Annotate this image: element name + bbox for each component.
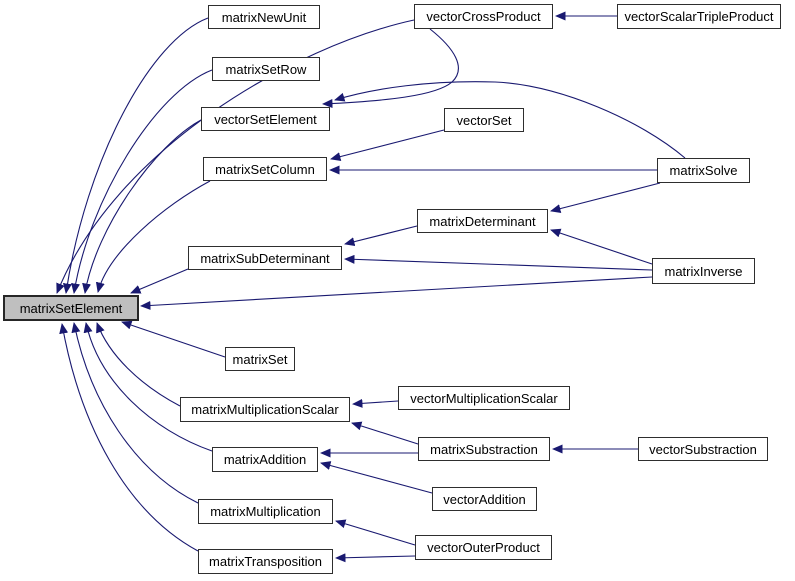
node-vectorMultiplicationScalar[interactable]: vectorMultiplicationScalar (398, 386, 570, 410)
node-matrixSetRow[interactable]: matrixSetRow (212, 57, 320, 81)
node-matrixTransposition[interactable]: matrixTransposition (198, 549, 333, 574)
node-vectorScalarTripleProduct[interactable]: vectorScalarTripleProduct (617, 4, 781, 29)
edge-matrixMultiplicationScalar-matrixSetElement (96, 322, 181, 407)
node-vectorSubstraction[interactable]: vectorSubstraction (638, 437, 768, 461)
node-matrixNewUnit[interactable]: matrixNewUnit (208, 5, 320, 29)
edge-matrixMultiplication-matrixSetElement (71, 322, 199, 504)
node-vectorCrossProduct[interactable]: vectorCrossProduct (414, 4, 553, 29)
edge-matrixSetRow-matrixSetElement (71, 69, 213, 294)
node-matrixMultiplicationScalar[interactable]: matrixMultiplicationScalar (180, 397, 350, 422)
node-matrixMultiplication[interactable]: matrixMultiplication (198, 499, 333, 524)
edge-vectorOuterProduct-matrixTransposition (335, 553, 416, 563)
edge-matrixSubstraction-matrixMultiplicationScalar (351, 421, 419, 445)
edge-vectorSet-matrixSetColumn (330, 129, 445, 161)
node-matrixSubDeterminant[interactable]: matrixSubDeterminant (188, 246, 342, 270)
edge-vectorOuterProduct-matrixMultiplication (335, 519, 416, 546)
edge-matrixInverse-matrixSubDeterminant (344, 254, 653, 271)
edge-matrixDeterminant-matrixSubDeterminant (344, 225, 418, 247)
node-matrixDeterminant[interactable]: matrixDeterminant (417, 209, 548, 233)
node-vectorAddition[interactable]: vectorAddition (432, 487, 537, 511)
node-vectorOuterProduct[interactable]: vectorOuterProduct (415, 535, 552, 560)
edge-vectorSetElement-matrixSetElement (82, 119, 202, 294)
edge-matrixNewUnit-matrixSetElement (62, 17, 209, 294)
node-matrixSetColumn[interactable]: matrixSetColumn (203, 157, 327, 181)
edge-matrixSetColumn-matrixSetElement (95, 180, 211, 293)
node-matrixSolve[interactable]: matrixSolve (657, 158, 750, 183)
edge-matrixInverse-matrixDeterminant (550, 228, 653, 265)
edge-matrixSet-matrixSetElement (121, 320, 226, 358)
edge-matrixSolve-vectorSetElement (334, 81, 686, 159)
node-matrixSet[interactable]: matrixSet (225, 347, 295, 371)
edge-vectorCrossProduct-vectorSetElement (322, 28, 459, 109)
edge-vectorAddition-matrixAddition (320, 461, 433, 494)
edge-matrixInverse-matrixSetElement (140, 276, 653, 310)
edge-matrixSubDeterminant-matrixSetElement (130, 268, 189, 294)
node-vectorSetElement[interactable]: vectorSetElement (201, 107, 330, 131)
node-matrixSetElement[interactable]: matrixSetElement (3, 295, 139, 321)
edge-matrixTransposition-matrixSetElement (59, 323, 199, 552)
edge-matrixAddition-matrixSetElement (83, 322, 213, 452)
node-vectorSet[interactable]: vectorSet (444, 108, 524, 132)
node-matrixInverse[interactable]: matrixInverse (652, 258, 755, 284)
node-matrixAddition[interactable]: matrixAddition (212, 447, 318, 472)
node-matrixSubstraction[interactable]: matrixSubstraction (418, 437, 550, 461)
edge-vectorMultiplicationScalar-matrixMultiplicationScalar (352, 398, 399, 408)
edge-matrixSolve-matrixDeterminant (550, 182, 661, 213)
